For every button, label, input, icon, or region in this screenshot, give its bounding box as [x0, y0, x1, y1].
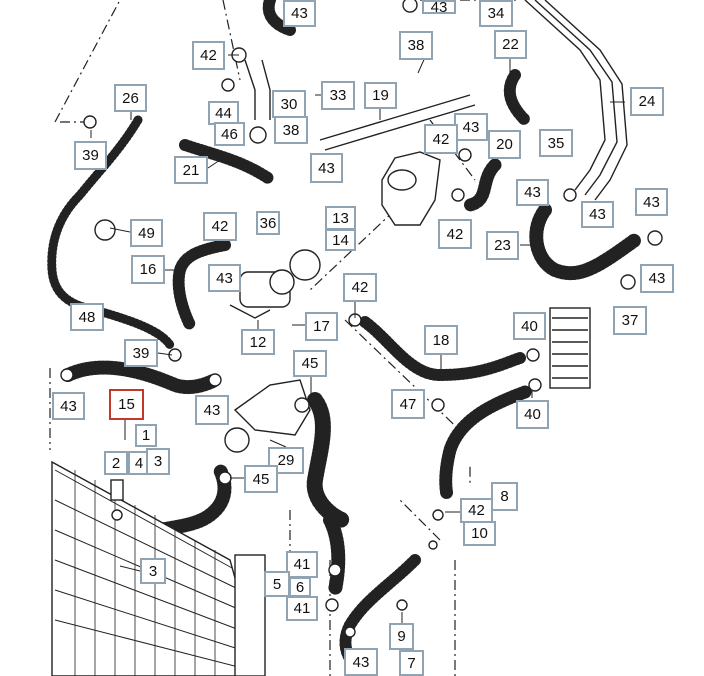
part-label[interactable]: 3 [140, 558, 166, 584]
part-label[interactable]: 43 [52, 392, 85, 420]
part-label[interactable]: 10 [463, 521, 496, 546]
part-label[interactable]: 9 [389, 623, 414, 650]
part-label[interactable]: 41 [286, 551, 318, 578]
part-label[interactable]: 8 [491, 482, 518, 511]
expansion-tank [381, 151, 441, 226]
boundary-lines [49, 0, 520, 676]
part-label[interactable]: 43 [581, 201, 614, 228]
part-label[interactable]: 26 [114, 84, 147, 112]
part-label[interactable]: 43 [195, 395, 229, 425]
part-label[interactable]: 16 [131, 255, 165, 284]
part-label[interactable]: 21 [174, 156, 208, 184]
part-label[interactable]: 45 [244, 465, 278, 493]
part-label[interactable]: 36 [256, 211, 280, 235]
part-label[interactable]: 23 [486, 231, 519, 260]
part-label[interactable]: 24 [630, 87, 664, 116]
thermostat-housing [224, 379, 311, 453]
part-label[interactable]: 38 [399, 31, 433, 60]
part-label[interactable]: 47 [391, 389, 425, 419]
part-label[interactable]: 38 [274, 116, 308, 144]
part-label[interactable]: 6 [289, 577, 311, 597]
part-label[interactable]: 34 [479, 0, 513, 27]
part-label[interactable]: 7 [399, 650, 424, 676]
part-label[interactable]: 30 [272, 90, 306, 118]
part-label[interactable]: 43 [635, 188, 668, 216]
part-label[interactable]: 2 [104, 451, 128, 475]
part-label[interactable]: 42 [424, 124, 458, 154]
part-label[interactable]: 40 [513, 312, 546, 340]
part-label[interactable]: 48 [70, 303, 104, 331]
part-label[interactable]: 13 [325, 206, 356, 230]
part-label[interactable]: 43 [208, 264, 241, 292]
part-label[interactable]: 18 [424, 325, 458, 355]
sensor-part [110, 479, 124, 521]
part-label[interactable]: 40 [516, 400, 549, 429]
part-label[interactable]: 43 [283, 0, 316, 27]
part-label[interactable]: 46 [214, 122, 245, 146]
part-label[interactable]: 43 [310, 153, 343, 183]
part-label[interactable]: 1 [135, 424, 157, 447]
part-label[interactable]: 42 [343, 273, 377, 302]
highlighted-part-label[interactable]: 15 [109, 389, 144, 420]
part-label[interactable]: 14 [325, 229, 356, 251]
part-label[interactable]: 39 [74, 141, 107, 170]
part-label[interactable]: 43 [422, 0, 456, 15]
part-label[interactable]: 42 [192, 41, 225, 70]
clamps [60, 0, 663, 638]
part-label[interactable]: 45 [293, 350, 327, 377]
part-label[interactable]: 3 [146, 448, 170, 475]
part-label[interactable]: 41 [286, 596, 318, 621]
part-label[interactable]: 49 [130, 219, 163, 247]
part-label[interactable]: 19 [364, 82, 397, 109]
part-label[interactable]: 35 [539, 129, 573, 157]
water-pump [229, 269, 295, 319]
part-label[interactable]: 17 [305, 312, 338, 341]
part-label[interactable]: 20 [488, 130, 521, 159]
part-label[interactable]: 43 [640, 264, 674, 293]
part-label[interactable]: 42 [460, 498, 493, 523]
part-label[interactable]: 22 [494, 30, 527, 59]
oil-cooler [549, 307, 591, 389]
part-label[interactable]: 37 [613, 306, 647, 335]
part-label[interactable]: 43 [454, 113, 488, 141]
part-label[interactable]: 43 [344, 648, 378, 676]
part-label[interactable]: 12 [241, 329, 275, 355]
part-label[interactable]: 33 [321, 81, 355, 110]
part-label[interactable]: 43 [516, 179, 549, 206]
part-label[interactable]: 39 [124, 339, 158, 367]
part-label[interactable]: 5 [264, 571, 290, 597]
part-label[interactable]: 42 [438, 219, 472, 249]
part-label[interactable]: 42 [203, 212, 237, 241]
pipes [244, 0, 628, 201]
